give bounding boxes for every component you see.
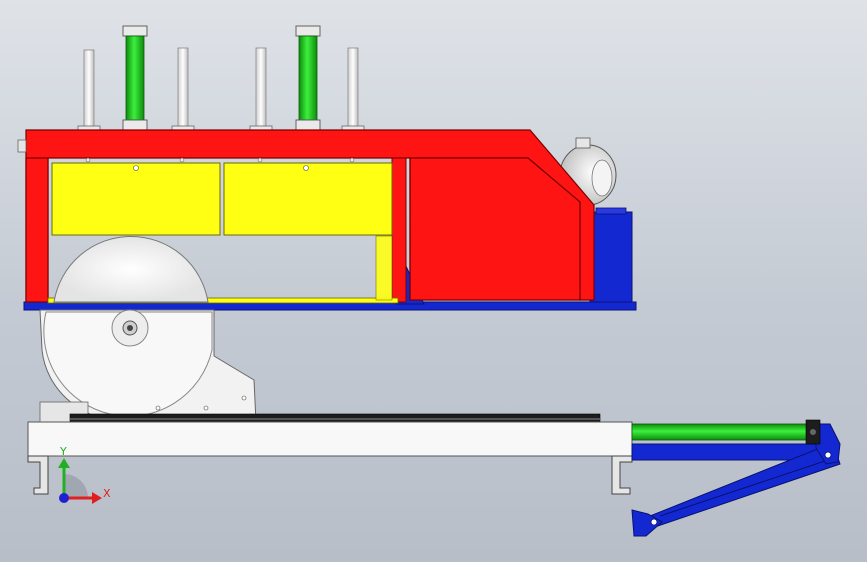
triad-rotation-arc: [64, 474, 88, 498]
left-foot-channel: [27, 455, 49, 495]
red-frame: [17, 129, 595, 303]
y-axis-label: Y: [59, 445, 67, 458]
right-foot-channel: [611, 455, 633, 495]
frame-bolt: [179, 157, 185, 163]
guide-rod-1: [83, 49, 95, 133]
strut-pivot: [650, 518, 658, 526]
strut-inner-line: [659, 459, 829, 517]
top-rods: [77, 47, 365, 134]
guide-rod-4: [347, 47, 359, 133]
blade-guard: [39, 309, 257, 423]
track-rail-highlight: [70, 418, 600, 420]
frame-inner-post: [391, 157, 407, 303]
yellow-panels: [47, 162, 399, 304]
left-pin: [17, 139, 27, 153]
motor-end-cap: [591, 159, 613, 197]
yellow-panel-right: [223, 162, 393, 236]
motor-top-fitting: [575, 137, 591, 149]
yellow-side-strip: [375, 235, 393, 301]
cylinder-cap-bottom-left: [122, 119, 148, 131]
extension-green-cylinder: [631, 423, 809, 441]
green-cylinder-left: [125, 35, 145, 121]
green-cylinder-right: [298, 35, 318, 121]
white-table-bed: [27, 421, 633, 457]
arm-end-bracket: [815, 423, 841, 465]
guard-screw: [155, 405, 161, 411]
x-axis-label: X: [103, 487, 111, 500]
panel-hole: [303, 165, 309, 171]
guard-screw: [203, 405, 209, 411]
blade-arbor: [127, 325, 133, 331]
yellow-lower-rail: [47, 297, 399, 304]
lift-cylinders: [122, 25, 321, 131]
guide-rod-3: [255, 47, 267, 133]
cylinder-cap-bolt: [810, 429, 816, 435]
coordinate-triad: Y X: [58, 445, 111, 504]
strut-end-foot: [631, 509, 663, 537]
motor-mount-top: [595, 207, 627, 215]
x-axis-arrow: [92, 492, 102, 504]
y-axis-arrow: [58, 458, 70, 468]
arm-pivot: [824, 451, 832, 459]
motor-mount-block: [589, 211, 633, 307]
saw-blade: [53, 235, 209, 303]
yellow-panel-left: [51, 162, 221, 236]
blade-upper-arc: [53, 235, 209, 303]
frame-bolt: [349, 157, 355, 163]
extension-arm: [631, 419, 841, 537]
panel-hole: [133, 165, 139, 171]
cylinder-cap-top-right: [295, 25, 321, 37]
cylinder-cap-bottom-right: [295, 119, 321, 131]
z-axis-dot: [59, 493, 69, 503]
guard-screw: [241, 395, 247, 401]
frame-bolt: [85, 157, 91, 163]
lower-table: [27, 413, 633, 495]
cylinder-cap-top-left: [122, 25, 148, 37]
frame-left-post: [25, 157, 49, 303]
frame-bolt: [257, 157, 263, 163]
guide-rod-2: [177, 47, 189, 133]
